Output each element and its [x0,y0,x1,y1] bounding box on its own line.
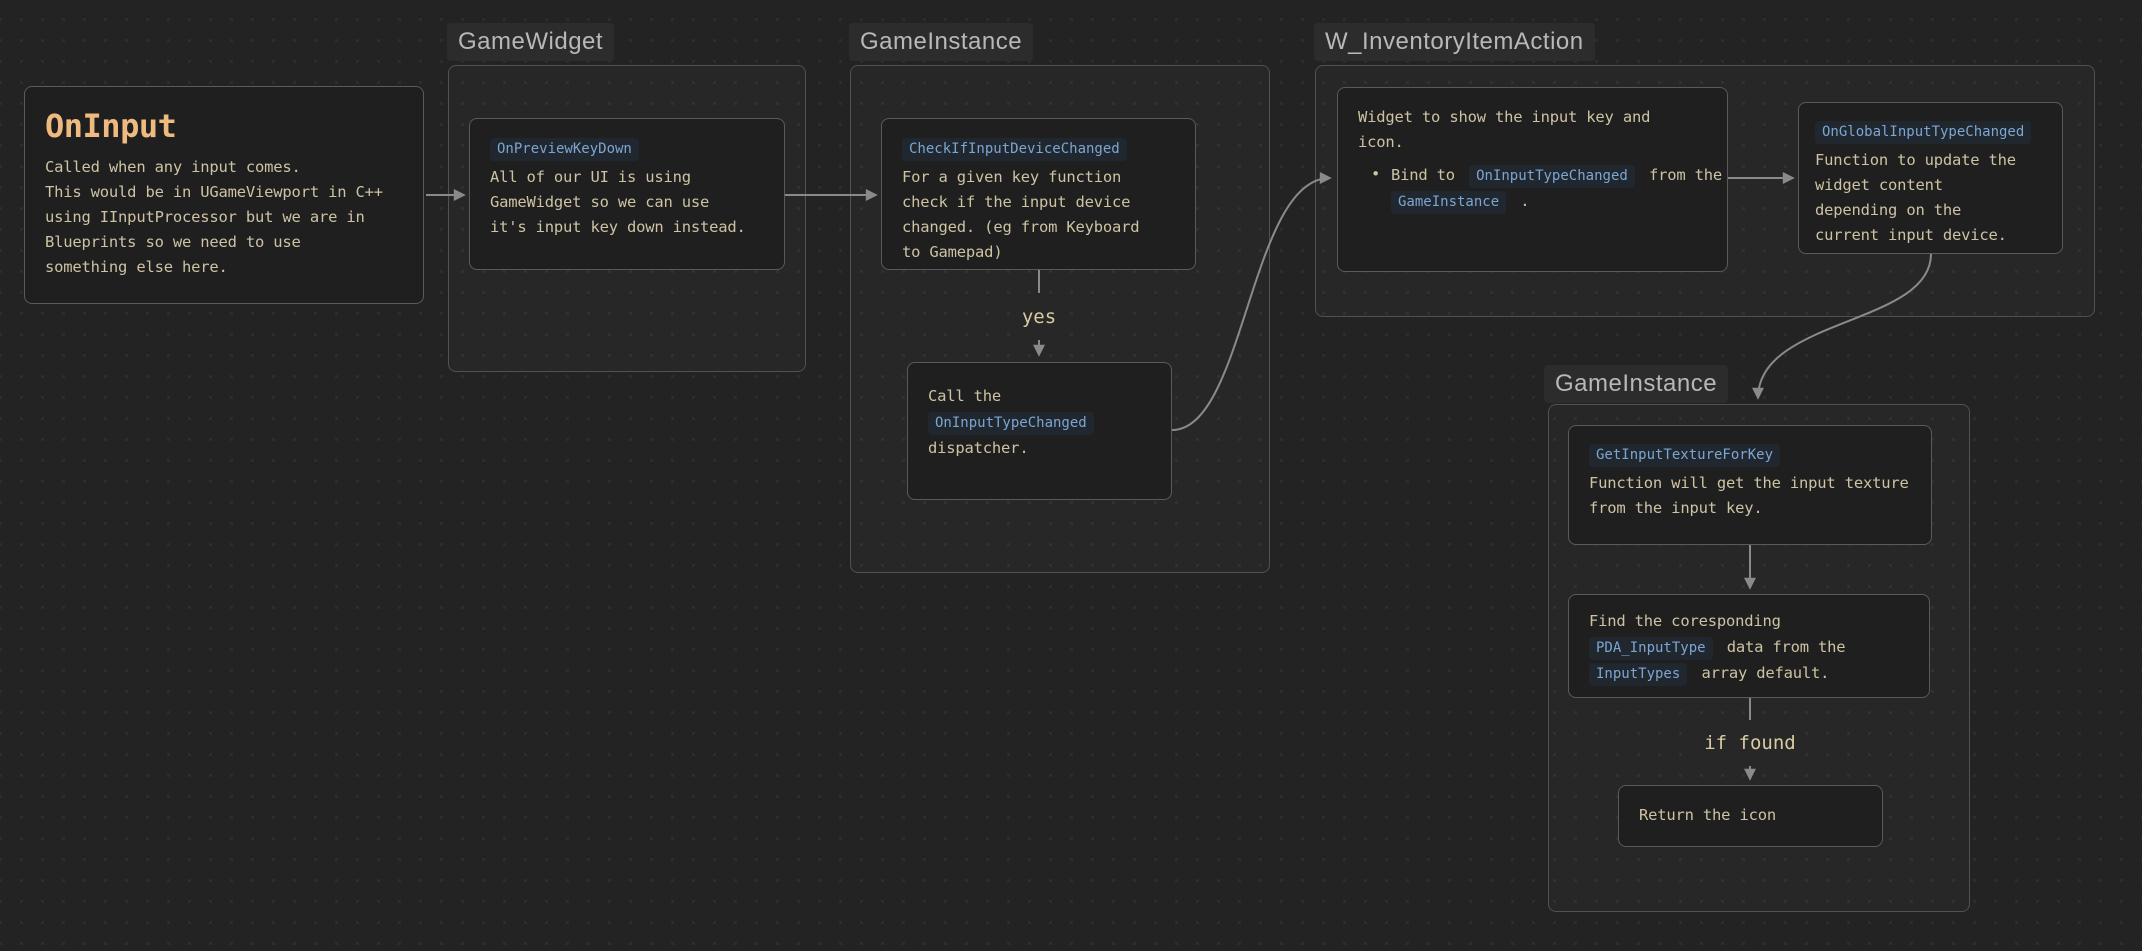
group-label-w-inventoryitemaction[interactable]: W_InventoryItemAction [1314,23,1595,61]
card-checkifinputdevicechanged[interactable]: CheckIfInputDeviceChanged For a given ke… [881,118,1196,270]
edge-label-yes[interactable]: yes [1012,295,1066,338]
card-return-icon[interactable]: Return the icon [1618,785,1883,847]
card-onglobalinputtypechanged[interactable]: OnGlobalInputTypeChanged Function to upd… [1798,102,2063,254]
card-onpreviewkeydown[interactable]: OnPreviewKeyDown All of our UI is using … [469,118,785,270]
code-chip-gameinstance: GameInstance [1391,191,1507,214]
getinputtextureforkey-body: Function will get the input texture from… [1589,474,1909,517]
code-chip-checkifinputdevicechanged: CheckIfInputDeviceChanged [902,138,1127,161]
group-gameinstance-2[interactable] [1548,404,1970,912]
card-widget-show-key[interactable]: Widget to show the input key and icon. •… [1337,87,1728,272]
edge-label-if-found[interactable]: if found [1697,722,1803,764]
group-gamewidget[interactable] [448,65,806,372]
find-data-text-2: data from the [1726,638,1846,656]
call-dispatcher-text-before: Call the [928,387,1002,405]
onpreviewkeydown-body: All of our UI is using GameWidget so we … [490,168,746,236]
card-oninput[interactable]: OnInput Called when any input comes. Thi… [24,86,424,304]
code-chip-onpreviewkeydown: OnPreviewKeyDown [490,138,639,161]
bullet-text-2: from the [1648,166,1722,184]
checkifinputdevicechanged-body: For a given key function check if the in… [902,168,1140,261]
code-chip-getinputtextureforkey: GetInputTextureForKey [1589,444,1781,467]
group-label-gamewidget[interactable]: GameWidget [447,23,615,61]
widget-show-key-bullet: Bind to OnInputTypeChanged from the Game… [1391,162,1722,214]
bullet-icon: • [1371,165,1381,183]
card-call-dispatcher[interactable]: Call the OnInputTypeChanged dispatcher. [907,362,1172,500]
code-chip-oninputtypechanged-bullet: OnInputTypeChanged [1469,165,1635,188]
card-find-data[interactable]: Find the coresponding PDA_InputType data… [1568,594,1930,698]
card-getinputtextureforkey[interactable]: GetInputTextureForKey Function will get … [1568,425,1932,545]
oninput-body: Called when any input comes. This would … [45,158,383,277]
code-chip-oninputtypechanged: OnInputTypeChanged [928,412,1094,435]
group-label-gameinstance-1[interactable]: GameInstance [849,23,1034,61]
oninput-title: OnInput [45,107,177,145]
code-chip-pda-inputtype: PDA_InputType [1589,637,1713,660]
call-dispatcher-text-after: dispatcher. [928,439,1029,457]
return-icon-body: Return the icon [1639,806,1776,824]
code-chip-inputtypes: InputTypes [1589,663,1688,686]
find-data-line-1: Find the coresponding [1589,612,1781,630]
group-label-gameinstance-2[interactable]: GameInstance [1544,365,1729,403]
bullet-text-1: Bind to [1391,166,1455,184]
find-data-text-3: array default. [1701,664,1830,682]
code-chip-onglobalinputtypechanged: OnGlobalInputTypeChanged [1815,121,2032,144]
widget-show-key-intro: Widget to show the input key and icon. [1358,108,1651,151]
bullet-text-3: . [1520,192,1530,210]
onglobalinputtypechanged-body: Function to update the widget content de… [1815,151,2016,244]
